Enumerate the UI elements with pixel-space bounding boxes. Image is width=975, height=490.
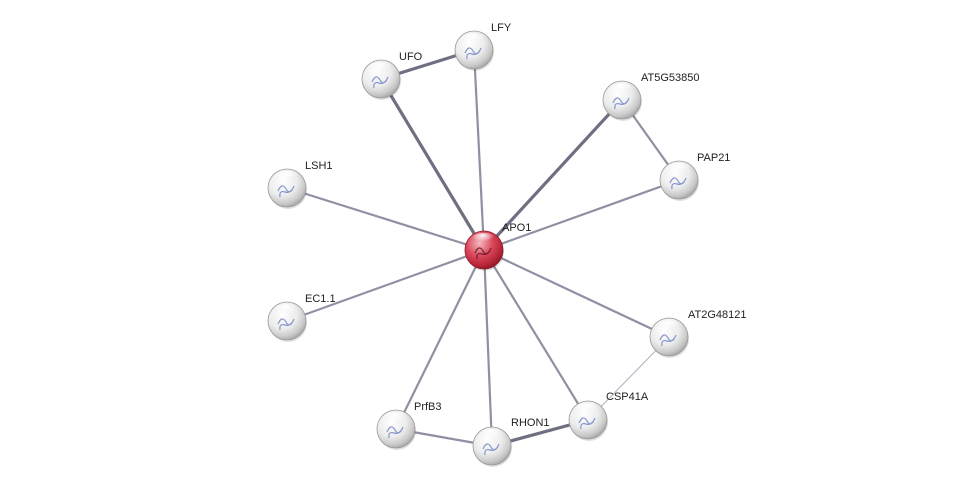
- edge-apo1-csp41a[interactable]: [482, 248, 590, 422]
- edge-apo1-lfy[interactable]: [472, 48, 486, 252]
- protein-structure-icon: [386, 426, 404, 439]
- edge-apo1-lsh1[interactable]: [285, 186, 486, 252]
- node-highlight: [383, 412, 409, 426]
- edge-apo1-ufo[interactable]: [379, 77, 486, 252]
- protein-structure-icon: [277, 185, 295, 198]
- node-label-ufo: UFO: [399, 51, 423, 63]
- edge-apo1-at2g48121[interactable]: [482, 248, 671, 339]
- node-highlight: [666, 163, 692, 177]
- protein-structure-icon: [482, 443, 500, 456]
- node-lfy[interactable]: LFY: [454, 22, 512, 71]
- node-label-prfb3: PrfB3: [414, 401, 442, 413]
- edge-apo1-prfb3[interactable]: [394, 248, 486, 431]
- protein-structure-icon: [669, 177, 687, 190]
- node-label-ec1-1: EC1.1: [305, 293, 336, 305]
- node-lsh1[interactable]: LSH1: [267, 160, 333, 209]
- node-highlight: [368, 62, 394, 76]
- node-highlight: [479, 429, 505, 443]
- node-ec1-1[interactable]: EC1.1: [267, 293, 336, 342]
- protein-structure-icon: [464, 47, 482, 60]
- node-label-pap21: PAP21: [697, 152, 730, 164]
- node-pap21[interactable]: PAP21: [659, 152, 730, 201]
- protein-structure-icon: [578, 417, 596, 430]
- edge-apo1-at5g53850[interactable]: [482, 98, 624, 252]
- edge-apo1-pap21[interactable]: [482, 178, 681, 252]
- protein-structure-icon: [371, 76, 389, 89]
- node-at2g48121[interactable]: AT2G48121: [649, 309, 747, 358]
- protein-structure-icon: [612, 97, 630, 110]
- node-ufo[interactable]: UFO: [361, 51, 423, 100]
- protein-structure-icon: [474, 247, 492, 260]
- node-label-apo1: APO1: [502, 222, 531, 234]
- node-highlight: [609, 83, 635, 97]
- node-apo1[interactable]: APO1: [464, 222, 531, 271]
- node-highlight: [274, 304, 300, 318]
- node-csp41a[interactable]: CSP41A: [568, 391, 649, 441]
- node-label-lfy: LFY: [491, 22, 512, 34]
- protein-structure-icon: [277, 318, 295, 331]
- edge-apo1-rhon1[interactable]: [482, 248, 494, 448]
- node-label-lsh1: LSH1: [305, 160, 333, 172]
- edge-apo1-ec1.1[interactable]: [285, 248, 486, 323]
- node-label-at5g53850: AT5G53850: [641, 72, 700, 84]
- node-label-csp41a: CSP41A: [606, 391, 649, 403]
- node-label-at2g48121: AT2G48121: [688, 309, 747, 321]
- protein-structure-icon: [659, 334, 677, 347]
- node-highlight: [656, 320, 682, 334]
- node-prfb3[interactable]: PrfB3: [376, 401, 442, 450]
- node-highlight: [461, 33, 487, 47]
- node-highlight: [274, 171, 300, 185]
- node-at5g53850[interactable]: AT5G53850: [602, 72, 700, 121]
- node-highlight: [575, 403, 601, 417]
- node-rhon1[interactable]: RHON1: [472, 417, 550, 467]
- node-label-rhon1: RHON1: [511, 417, 550, 429]
- node-layer: APO1 LFY UFO AT5G53850PAP21LSH1EC1.1AT2G481…: [267, 22, 747, 467]
- node-highlight: [471, 233, 497, 247]
